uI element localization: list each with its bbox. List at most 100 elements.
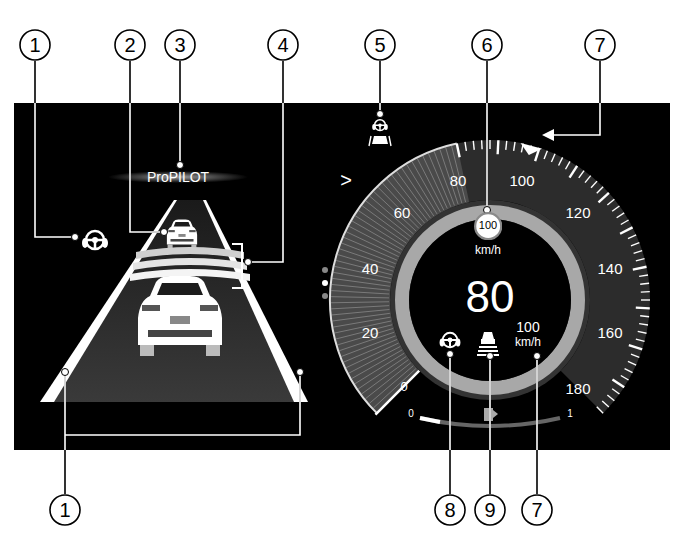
steering-assist-icon: [440, 333, 461, 347]
gauge-tick: [465, 142, 466, 151]
leader-ends: [62, 111, 555, 376]
gauge-tick: [598, 193, 608, 202]
speed-scale: 140: [597, 261, 622, 276]
callout-number: 5: [374, 35, 385, 55]
gauge-tick: [473, 141, 475, 150]
gauge-tick: [585, 176, 591, 183]
speed-scale: 20: [362, 325, 379, 340]
callout-number: 1: [59, 500, 70, 520]
gauge-tick: [634, 251, 643, 254]
lane-line: [203, 200, 308, 402]
gauge-tick: [489, 140, 490, 149]
callout-number: 9: [484, 500, 495, 520]
speed-scale: 160: [597, 325, 622, 340]
speed-scale: 80: [450, 173, 467, 188]
system-name: ProPILOT: [147, 170, 209, 184]
gauge-tick: [607, 199, 614, 205]
gauge-tick: [481, 140, 483, 149]
speed-scale: 180: [565, 381, 590, 396]
fuel-scale: 1: [567, 409, 573, 419]
gauge-tick: [636, 306, 650, 309]
speed-scale: 120: [565, 205, 590, 220]
gauge-tick: [607, 395, 614, 401]
gauge-tick: [620, 227, 632, 233]
gauge-tick: [633, 267, 647, 270]
gauge-start: [375, 371, 419, 415]
leader-lines: [35, 61, 600, 494]
steering-car-icon: [369, 120, 391, 146]
gauge-hatch: [412, 161, 440, 212]
lead-vehicle: [167, 220, 197, 249]
road-surface: [46, 200, 302, 402]
gauge-hatch: [407, 165, 437, 214]
gauge-tick: [640, 283, 649, 285]
gauge-hatch: [352, 350, 402, 379]
set-speed-marker: [521, 143, 543, 155]
gauge-hatch: [428, 153, 450, 206]
gauge-tick: [636, 259, 645, 261]
gauge-tick: [566, 161, 571, 169]
page-arrow: >: [340, 170, 352, 190]
gauge-hatch: [332, 310, 390, 315]
gauge-hatch: [344, 237, 397, 260]
speed-limit-sign: 100: [474, 212, 502, 240]
gauge-tick: [639, 275, 648, 276]
gauge-tick: [621, 220, 629, 225]
callout-number: 2: [124, 35, 135, 55]
gauge-tick: [597, 407, 603, 413]
gauge-tick: [629, 345, 642, 349]
speed-scale: 0: [400, 380, 407, 393]
gauge-hatch: [331, 297, 389, 298]
gauge-tick: [640, 315, 649, 317]
gauge-tick: [612, 380, 624, 388]
callout-number: 4: [277, 35, 288, 55]
gauge-tick: [612, 206, 619, 211]
gauge-tick: [602, 401, 609, 407]
gauge-tick: [628, 235, 636, 239]
menu-dots: [322, 267, 328, 299]
gauge-tick: [639, 324, 648, 325]
gauge-tick: [559, 157, 563, 165]
callout-number: 6: [481, 35, 492, 55]
gauge-tick: [551, 154, 555, 162]
callout-number: 8: [444, 500, 455, 520]
gauge-tick: [591, 181, 597, 188]
gauge-hatch: [332, 278, 389, 286]
gauge-tick: [496, 140, 499, 154]
gauge-hatch: [366, 201, 411, 237]
gauge-tick: [641, 291, 650, 293]
own-vehicle: [138, 276, 222, 356]
speed-unit: km/h: [515, 336, 541, 348]
gauge-tick: [579, 171, 584, 178]
gauge-hatch: [387, 179, 425, 223]
gauge-hatch: [336, 325, 392, 339]
set-speed: 100: [516, 320, 539, 334]
gauge-hatch: [331, 302, 389, 303]
gauge-tick: [625, 369, 633, 373]
callout-number: 7: [531, 500, 542, 520]
speed-scale: 100: [509, 173, 534, 188]
gauge-hatch: [331, 306, 389, 309]
speed-unit: km/h: [475, 244, 501, 256]
leader-lines: [35, 103, 600, 450]
gauge-tick: [638, 331, 647, 333]
callout-number: 7: [594, 35, 605, 55]
gauge-hatch: [423, 156, 448, 209]
display-panel: [14, 103, 670, 450]
distance-icon: [477, 332, 499, 355]
gauge-tick: [597, 187, 603, 193]
gauge-tick: [457, 143, 460, 157]
speed-scale: 40: [362, 261, 379, 276]
steering-assist-icon: [82, 231, 108, 249]
gauge-tick: [505, 141, 507, 150]
callout-number: 3: [174, 35, 185, 55]
gauge-tick: [617, 213, 625, 218]
gauge-tick: [514, 142, 515, 151]
sign-circle: [475, 213, 501, 239]
gauge-tick: [621, 376, 629, 381]
speed-scale: 60: [394, 205, 411, 220]
callout-circles: [20, 30, 615, 525]
gauge-tick: [570, 166, 578, 178]
